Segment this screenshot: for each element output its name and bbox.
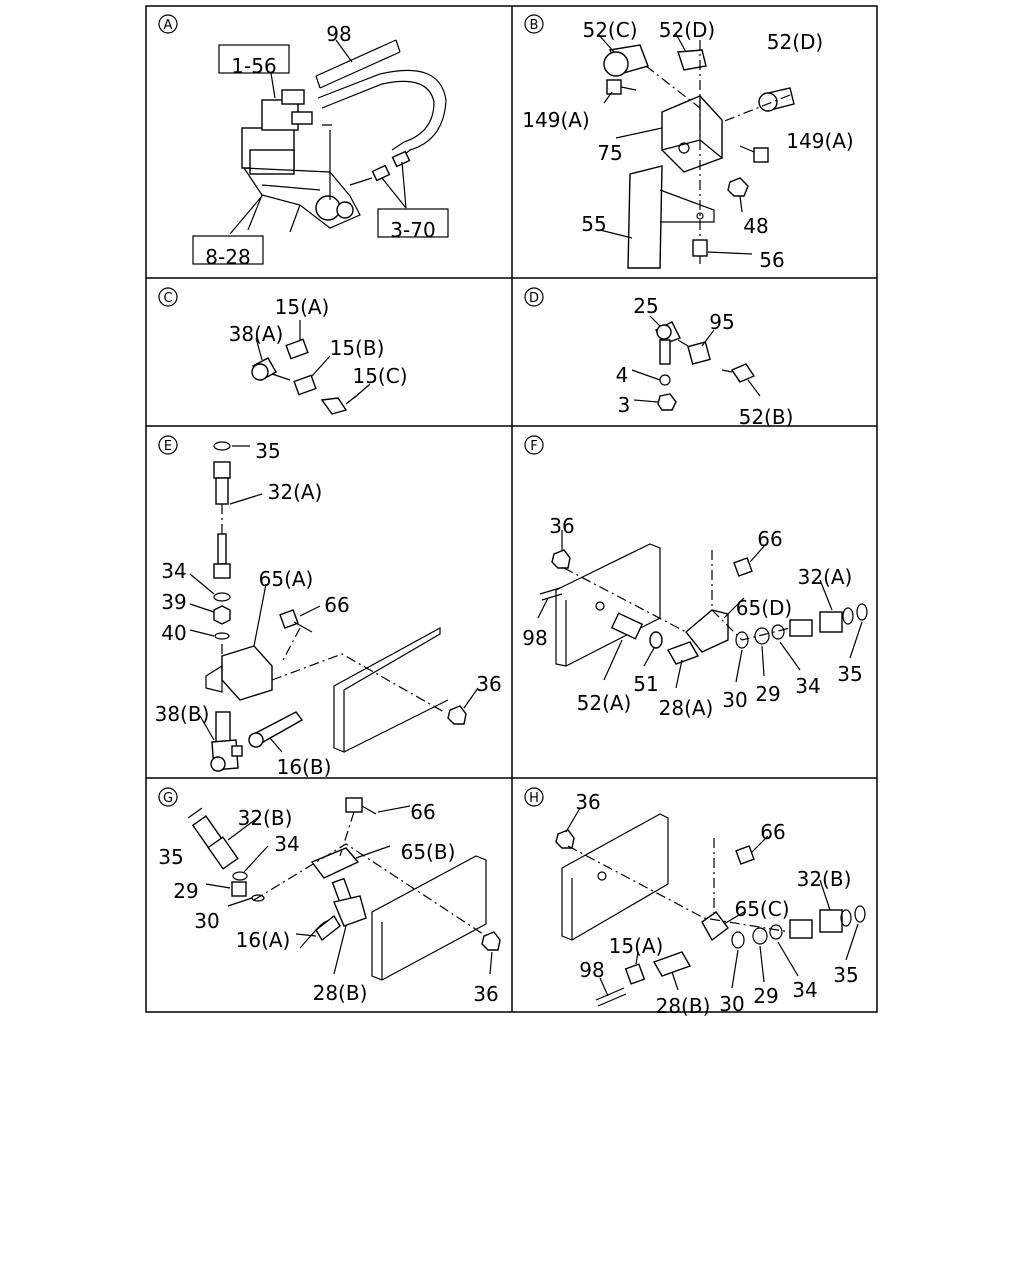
part-callout: 28(B): [656, 994, 711, 1018]
part-callout: 34: [795, 674, 820, 698]
part-callout: 98: [522, 626, 547, 650]
part-callout: 66: [757, 527, 782, 551]
part-callout: 3-70: [390, 218, 435, 242]
panel-b-drawing: [597, 33, 795, 269]
panel-letter-circle-c: [158, 287, 178, 307]
part-callout: 32(B): [238, 806, 293, 830]
panel-letter-circle-e: [158, 435, 178, 455]
part-callout: 16(B): [277, 755, 332, 779]
part-callout: 66: [410, 800, 435, 824]
part-callout: 39: [161, 590, 186, 614]
part-callout: 55: [581, 212, 606, 236]
panel-letter-circle-a: [158, 14, 178, 34]
panel-letter-c: C: [163, 291, 172, 306]
panel-c-drawing: [251, 320, 371, 415]
part-callout: 52(D): [767, 30, 823, 54]
panel-letter-a: A: [164, 18, 173, 33]
panel-letter-circle-b: [524, 14, 544, 34]
panel-letter-d: D: [529, 291, 539, 306]
panel-letter-g: G: [163, 791, 173, 806]
part-callout: 30: [722, 688, 747, 712]
part-callout: 29: [753, 984, 778, 1008]
part-callout: 75: [597, 141, 622, 165]
part-callout: 36: [476, 672, 501, 696]
panel-letter-e: E: [164, 439, 172, 454]
part-callout: 66: [760, 820, 785, 844]
part-callout: 65(A): [259, 567, 314, 591]
part-callout: 149(A): [522, 108, 589, 132]
panel-letter-circle-d: [524, 287, 544, 307]
part-callout: 52(C): [582, 18, 637, 42]
part-callout: 28(A): [659, 696, 714, 720]
part-callout: 36: [575, 790, 600, 814]
part-callout: 34: [274, 832, 299, 856]
part-callout: 4: [616, 363, 629, 387]
part-callout: 3: [618, 393, 631, 417]
part-callout: 65(B): [401, 840, 456, 864]
panel-letter-circle-g: [158, 787, 178, 807]
panel-letter-h: H: [529, 791, 539, 806]
part-callout: 34: [792, 978, 817, 1002]
part-callout: 38(A): [229, 322, 284, 346]
part-callout: 30: [719, 992, 744, 1016]
part-callout: 15(A): [609, 934, 664, 958]
callout-layer: A 98 1-56 3-70 8-28 B 52(C) 52(D) 52(D) 149(A) 75 1…: [155, 14, 863, 1018]
panel-f-drawing: [537, 530, 868, 689]
panel-a-drawing: [192, 39, 449, 265]
part-callout: 35: [837, 662, 862, 686]
part-callout: 35: [833, 963, 858, 987]
part-callout: 34: [161, 559, 186, 583]
part-callout: 1-56: [231, 54, 276, 78]
part-callout: 29: [173, 879, 198, 903]
part-callout: 52(A): [577, 691, 632, 715]
part-callout: 98: [579, 958, 604, 982]
part-callout: 66: [324, 593, 349, 617]
part-callout: 25: [633, 294, 658, 318]
panel-letter-f: F: [530, 439, 537, 454]
part-callout: 30: [194, 909, 219, 933]
panel-e-drawing: [189, 441, 479, 772]
panel-letter-b: B: [530, 18, 539, 33]
part-callout: 15(C): [352, 364, 407, 388]
part-callout: 65(D): [736, 596, 792, 620]
part-callout: 149(A): [786, 129, 853, 153]
part-callout: 52(D): [659, 18, 715, 42]
part-callout: 51: [633, 672, 658, 696]
panel-letter-circle-f: [524, 435, 544, 455]
part-callout: 35: [255, 439, 280, 463]
part-callout: 35: [158, 845, 183, 869]
part-callout: 32(B): [797, 867, 852, 891]
panel-g-drawing: [187, 797, 501, 981]
part-callout: 48: [743, 214, 768, 238]
part-callout: 29: [755, 682, 780, 706]
part-callout: 40: [161, 621, 186, 645]
part-callout: 65(C): [734, 897, 789, 921]
panel-d-drawing: [631, 315, 761, 411]
part-callout: 56: [759, 248, 784, 272]
part-callout: 36: [549, 514, 574, 538]
panel-h-drawing: [555, 807, 866, 1007]
part-callout: 8-28: [205, 245, 250, 269]
part-callout: 32(A): [268, 480, 323, 504]
part-callout: 36: [473, 982, 498, 1006]
part-callout: 38(B): [155, 702, 210, 726]
part-callout: 15(B): [330, 336, 385, 360]
part-callout: 98: [326, 22, 351, 46]
part-callout: 15(A): [275, 295, 330, 319]
part-callout: 16(A): [236, 928, 291, 952]
part-callout: 32(A): [798, 565, 853, 589]
part-callout: 28(B): [313, 981, 368, 1005]
panel-letter-circle-h: [524, 787, 544, 807]
part-callout: 52(B): [739, 405, 794, 429]
part-callout: 95: [709, 310, 734, 334]
